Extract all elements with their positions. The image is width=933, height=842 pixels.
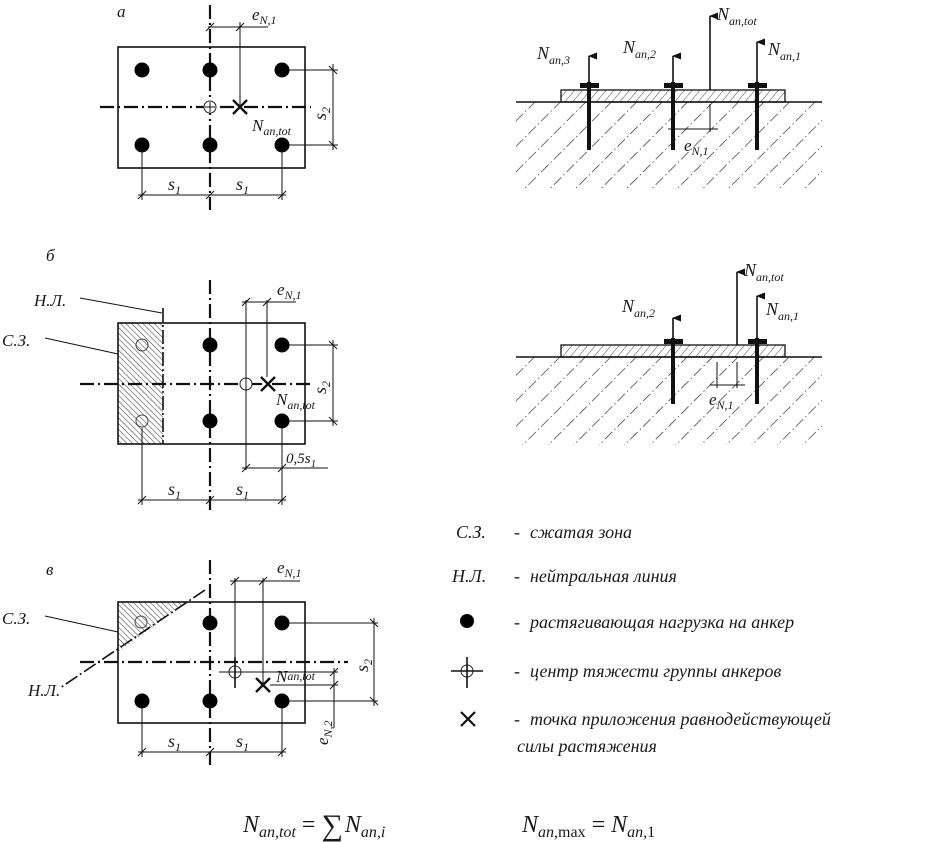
s2-label: s2: [310, 107, 333, 120]
force-label: Nan,1: [767, 39, 801, 63]
concrete-base: [516, 102, 822, 190]
legend-text: силы растяжения: [517, 736, 657, 756]
anchor-tension: [202, 137, 218, 153]
half-s1-label: 0,5s1: [286, 451, 316, 470]
legend-text: сжатая зона: [530, 522, 632, 542]
legend-symbol-text: Н.Л.: [451, 566, 486, 586]
filled-circle-icon: [460, 614, 474, 628]
force-label: Nan,3: [536, 43, 570, 67]
anchor-tension: [202, 413, 218, 429]
compressed-zone-label: С.З.: [2, 609, 30, 628]
crosshair-circle-icon: [451, 657, 483, 688]
formula-max: Nan,max=Nan,1: [521, 812, 655, 841]
anchor-compressed: [135, 414, 149, 428]
anchor-tension: [274, 137, 290, 153]
ecc-label: eN,1: [684, 136, 709, 158]
anchor-tension: [274, 337, 290, 353]
s1-label: s1: [168, 479, 181, 502]
anchor-tension: [202, 693, 218, 709]
x-mark-icon: [460, 711, 476, 727]
legend-item: - растягивающая нагрузка на анкер: [460, 612, 794, 632]
force-label: Nan,tot: [743, 260, 784, 284]
svg-text:-: -: [514, 709, 520, 729]
formulas: Nan,tot=∑Nan,i Nan,max=Nan,1: [242, 809, 655, 842]
s1-label: s1: [236, 479, 249, 502]
anchor-compressed: [134, 615, 148, 629]
force-label: Nan,1: [765, 299, 799, 323]
force-label: Nan,tot: [716, 4, 757, 28]
s1-label: s1: [168, 731, 181, 754]
anchor-tension: [274, 413, 290, 429]
force-label: Nan,tot: [275, 667, 316, 686]
panel-b-label: б: [46, 246, 55, 265]
legend-text: растягивающая нагрузка на анкер: [528, 612, 794, 632]
legend-item: - центр тяжести группы анкеров: [451, 657, 782, 688]
ecc-label: eN,1: [277, 558, 302, 580]
neutral-line: [59, 589, 206, 689]
anchor-tension: [202, 337, 218, 353]
ecc2-label: eN,2: [313, 720, 335, 745]
svg-text:-: -: [514, 612, 520, 632]
formula-sum: Nan,tot=∑Nan,i: [242, 809, 385, 842]
anchor-tension: [134, 62, 150, 78]
panel-v-plan: в С.З. Н.Л. eN,1 Nan,tot: [2, 558, 379, 765]
legend-text: точка приложения равнодействующей: [530, 709, 831, 729]
ecc-label: eN,1: [709, 390, 734, 412]
anchor-tension: [274, 615, 290, 631]
s2-label: s2: [310, 381, 333, 394]
s1-label: s1: [236, 174, 249, 197]
panel-a-section: Nan,3 Nan,2 Nan,tot Nan,1 eN,1: [516, 4, 822, 190]
panel-b-section: Nan,2 Nan,tot Nan,1 eN,1: [516, 260, 822, 445]
s1-label: s1: [168, 174, 181, 197]
anchor-tension: [134, 693, 150, 709]
anchor-tension: [134, 137, 150, 153]
svg-text:-: -: [514, 522, 520, 542]
legend-text: центр тяжести группы анкеров: [530, 661, 782, 681]
force-label: Nan,2: [622, 37, 656, 61]
anchor-tension: [202, 615, 218, 631]
panel-a-label: а: [117, 2, 126, 21]
anchor-tension: [274, 693, 290, 709]
force-label: Nan,tot: [251, 116, 292, 138]
panel-a-plan: а eN,1 Nan,tot s2: [100, 2, 338, 210]
force-label: Nan,tot: [275, 390, 316, 412]
neutral-line-label: Н.Л.: [33, 291, 66, 310]
s2-label: s2: [352, 659, 375, 672]
ecc-label: eN,1: [277, 280, 302, 302]
panel-b-plan: б Н.Л. С.З. eN,1 Nan,tot: [2, 246, 338, 510]
svg-text:-: -: [514, 566, 520, 586]
force-label: Nan,2: [621, 296, 655, 320]
legend-item: - точка приложения равнодействующей силы…: [460, 709, 831, 756]
anchor-tension: [202, 62, 218, 78]
compressed-zone: [118, 602, 188, 652]
s1-label: s1: [236, 731, 249, 754]
anchor-compressed: [135, 338, 149, 352]
resultant-x-icon: [260, 376, 276, 392]
panel-v-label: в: [46, 560, 54, 579]
anchor-tension: [274, 62, 290, 78]
concrete-base: [516, 357, 822, 445]
svg-text:-: -: [514, 661, 520, 681]
neutral-line-label: Н.Л.: [27, 681, 60, 700]
legend-symbol-text: С.З.: [456, 522, 486, 542]
legend-item: Н.Л. - нейтральная линия: [451, 566, 677, 586]
legend-item: С.З. - сжатая зона: [456, 522, 632, 542]
legend-text: нейтральная линия: [530, 566, 677, 586]
ecc-label: eN,1: [252, 5, 277, 27]
legend: С.З. - сжатая зона Н.Л. - нейтральная ли…: [451, 522, 831, 756]
compressed-zone-label: С.З.: [2, 331, 30, 350]
